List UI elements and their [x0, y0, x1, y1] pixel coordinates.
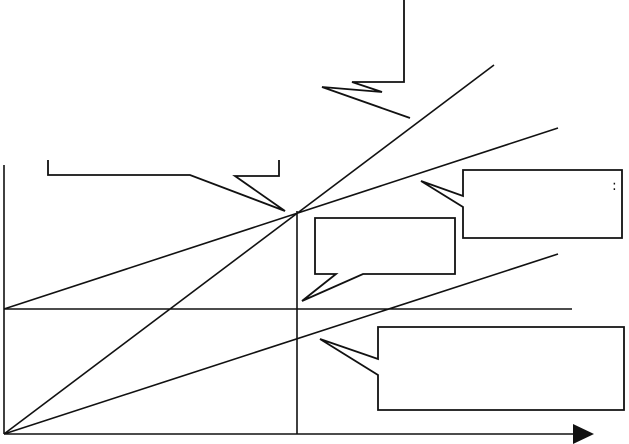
- steep-line: [3, 64, 495, 435]
- lower-sloped-line: [3, 253, 559, 435]
- callout-top-right: [321, 0, 411, 119]
- callout-right-lower: [319, 326, 625, 411]
- callout-right-upper-text: :: [612, 178, 617, 194]
- upper-sloped-line: [3, 127, 559, 310]
- callout-top-left: [47, 160, 286, 212]
- callout-right-upper: [420, 169, 623, 239]
- callout-center: [301, 217, 456, 302]
- x-axis-arrowhead: [573, 424, 594, 444]
